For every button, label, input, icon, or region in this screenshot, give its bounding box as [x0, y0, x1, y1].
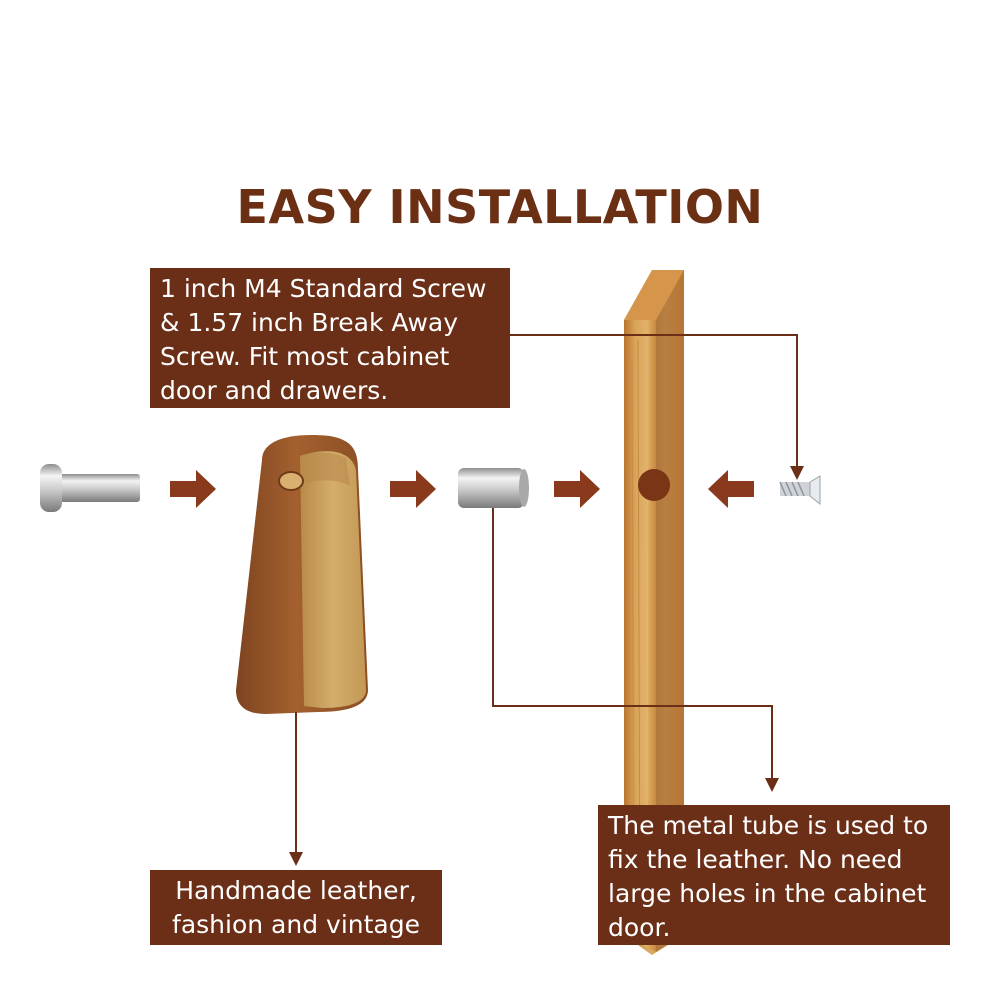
arrow-right-icon	[170, 470, 216, 508]
tube-connector-line	[492, 508, 773, 780]
screw-callout: 1 inch M4 Standard Screw & 1.57 inch Bre…	[150, 268, 510, 408]
cabinet-door	[624, 270, 684, 955]
mounting-post	[40, 464, 140, 512]
tube-callout: The metal tube is used to fix the leathe…	[598, 805, 950, 945]
arrow-right-icon	[554, 470, 600, 508]
arrowhead-icon	[289, 852, 303, 866]
arrow-left-icon	[708, 470, 754, 508]
door-hole	[638, 469, 670, 501]
arrowhead-icon	[790, 466, 804, 480]
screw	[779, 475, 821, 506]
metal-tube	[458, 468, 529, 508]
arrow-right-icon	[390, 470, 436, 508]
leather-callout: Handmade leather, fashion and vintage	[150, 870, 442, 945]
screw-connector-line	[510, 334, 798, 468]
leather-strap	[236, 435, 368, 714]
arrowhead-icon	[765, 778, 779, 792]
page-title: EASY INSTALLATION	[236, 180, 764, 234]
